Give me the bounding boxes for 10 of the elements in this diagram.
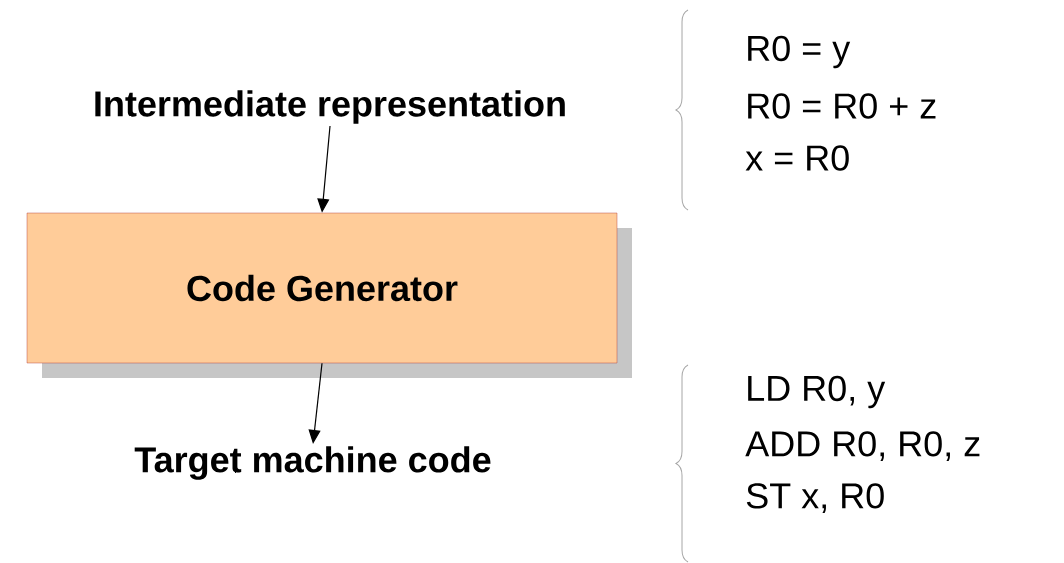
code-line: ADD R0, R0, z (745, 431, 980, 461)
code-line: LD R0, y (748, 375, 886, 409)
code-line: R0 = R0 + z (748, 93, 936, 119)
heading-text: Target machine code (134, 446, 491, 480)
code-line: R0 = y (748, 35, 851, 69)
process-box: Code Generator (26, 212, 632, 378)
arrow (308, 362, 323, 444)
heading-text: Intermediate representation (95, 90, 565, 124)
code-line: x = R0 (745, 145, 849, 171)
code-line: ST x, R0 (746, 483, 884, 513)
